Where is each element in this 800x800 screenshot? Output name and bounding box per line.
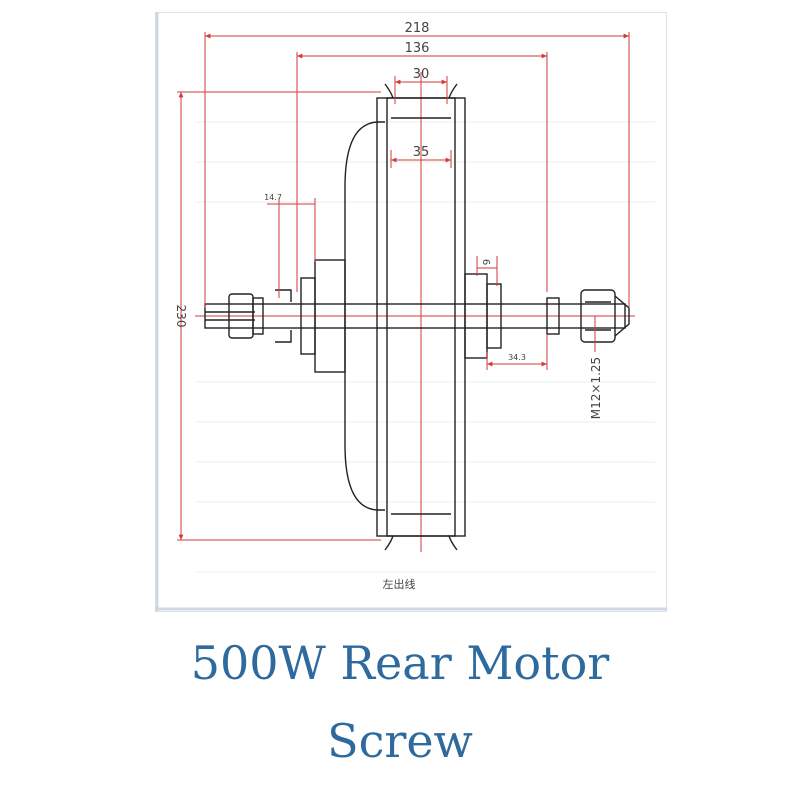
- caption-subtitle: Screw: [327, 714, 473, 768]
- right-nut-dome: [614, 295, 630, 337]
- right-washer: [546, 297, 560, 335]
- axle: [204, 303, 626, 329]
- dim-rim-width: 30: [413, 67, 430, 82]
- dimension-lines: [177, 32, 630, 541]
- rim-lip-bottom: [384, 535, 458, 551]
- background-artifacts: [195, 121, 655, 573]
- rim-lip-top: [384, 83, 458, 99]
- dim-height: 230: [174, 305, 188, 328]
- motor-outline: [204, 83, 630, 551]
- dim-overall-width: 218: [405, 21, 430, 36]
- right-bearing: [486, 283, 502, 349]
- right-nut: [580, 289, 616, 343]
- caption-title: 500W Rear Motor: [190, 636, 610, 690]
- dim-right-flange: 9: [482, 259, 493, 265]
- dim-thread: M12×1.25: [589, 357, 603, 419]
- left-torque-arm: [275, 289, 292, 343]
- left-bearing: [300, 277, 316, 355]
- dim-hub-width: 35: [413, 145, 430, 160]
- rim-inner: [386, 97, 456, 537]
- motor-technical-drawing: 218 136 30 35 14.7 9 34.3 230 M12×1.25 左…: [155, 12, 667, 612]
- dim-right-offset: 34.3: [508, 353, 526, 362]
- drawing-footer-label: 左出线: [383, 577, 416, 591]
- centerlines: [195, 72, 635, 552]
- dim-inner-width: 136: [405, 41, 430, 56]
- dim-left-offset: 14.7: [264, 193, 282, 202]
- left-washer: [252, 297, 264, 335]
